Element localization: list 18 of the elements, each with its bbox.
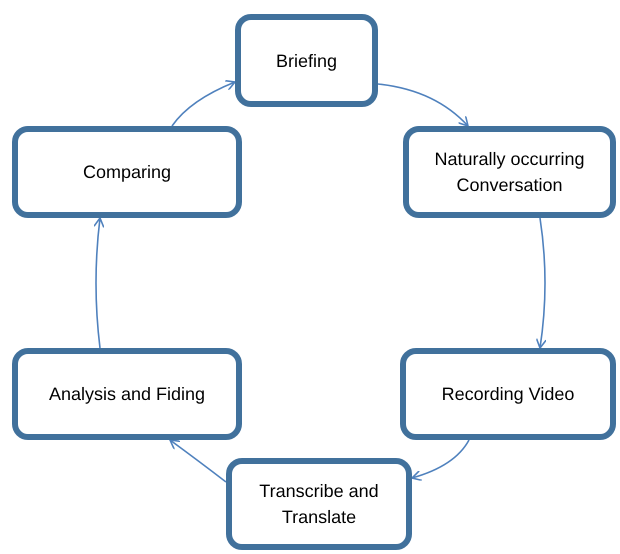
box-label: Comparing	[82, 161, 172, 184]
arrow	[536, 218, 547, 349]
box-label: Analysis and Fiding	[48, 383, 206, 406]
arrow	[93, 217, 105, 348]
box-label: Naturally occurring Conversation	[433, 148, 586, 197]
arrow	[378, 83, 469, 127]
arrow	[171, 80, 236, 126]
box-label: Briefing	[276, 50, 338, 73]
box-label: Transcribe and Translate	[258, 480, 380, 529]
arrow	[411, 440, 470, 481]
box-label: Recording Video	[442, 383, 574, 406]
process-box	[400, 348, 616, 440]
process-box	[12, 126, 242, 218]
process-box	[235, 14, 378, 107]
process-box	[12, 348, 242, 440]
arrow	[169, 439, 226, 483]
process-box	[226, 458, 412, 550]
process-box	[403, 126, 616, 218]
